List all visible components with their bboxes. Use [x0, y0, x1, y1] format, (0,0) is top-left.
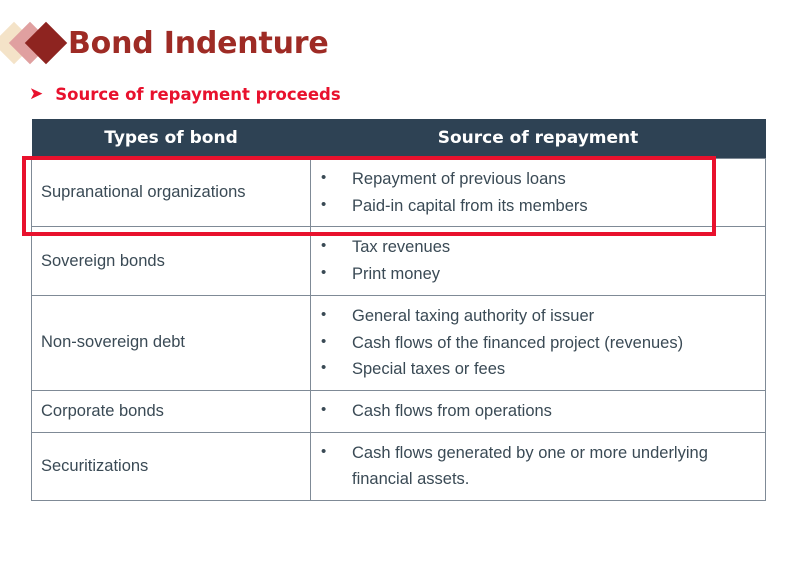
- cell-bond-type: Corporate bonds: [31, 390, 311, 433]
- list-item: General taxing authority of issuer: [319, 303, 759, 330]
- source-list: General taxing authority of issuer Cash …: [319, 303, 759, 383]
- cell-source-list: Cash flows from operations: [310, 390, 766, 433]
- list-item: Print money: [319, 261, 759, 288]
- table-row: Sovereign bonds Tax revenues Print money: [31, 226, 766, 296]
- table-body: Supranational organizations Repayment of…: [31, 157, 766, 502]
- cell-bond-type: Sovereign bonds: [31, 226, 311, 296]
- cell-source-list: Cash flows generated by one or more unde…: [310, 431, 766, 502]
- table-row: Supranational organizations Repayment of…: [31, 157, 766, 228]
- source-list: Cash flows from operations: [319, 398, 759, 425]
- arrow-bullet-icon: ➤: [29, 84, 44, 104]
- column-header-source-of-repayment: Source of repayment: [310, 119, 766, 159]
- source-list: Repayment of previous loans Paid-in capi…: [319, 166, 759, 219]
- list-item: Repayment of previous loans: [319, 166, 759, 193]
- page-title: Bond Indenture: [68, 25, 329, 61]
- cell-bond-type: Supranational organizations: [31, 157, 311, 228]
- list-item: Cash flows generated by one or more unde…: [319, 440, 759, 493]
- cell-source-list: Repayment of previous loans Paid-in capi…: [310, 157, 766, 228]
- cell-source-list: General taxing authority of issuer Cash …: [310, 294, 766, 392]
- list-item: Tax revenues: [319, 234, 759, 261]
- table-row: Corporate bonds Cash flows from operatio…: [31, 390, 766, 433]
- list-item: Cash flows of the financed project (reve…: [319, 330, 759, 357]
- cell-bond-type: Non-sovereign debt: [31, 294, 311, 392]
- table-row: Securitizations Cash flows generated by …: [31, 431, 766, 502]
- list-item: Paid-in capital from its members: [319, 193, 759, 220]
- table-header-row: Types of bond Source of repayment: [31, 119, 766, 159]
- table-row: Non-sovereign debt General taxing author…: [31, 294, 766, 392]
- list-item: Cash flows from operations: [319, 398, 759, 425]
- bond-repayment-table: Types of bond Source of repayment Supran…: [31, 119, 766, 502]
- source-list: Cash flows generated by one or more unde…: [319, 440, 759, 493]
- source-list: Tax revenues Print money: [319, 234, 759, 287]
- column-header-types-of-bond: Types of bond: [31, 119, 311, 159]
- cell-source-list: Tax revenues Print money: [310, 226, 766, 296]
- subheading: ➤ Source of repayment proceeds: [29, 85, 341, 104]
- subheading-label: Source of repayment proceeds: [55, 85, 341, 104]
- list-item: Special taxes or fees: [319, 356, 759, 383]
- diamond-logo-icon: [0, 18, 68, 68]
- slide-header: Bond Indenture: [0, 14, 329, 72]
- cell-bond-type: Securitizations: [31, 431, 311, 502]
